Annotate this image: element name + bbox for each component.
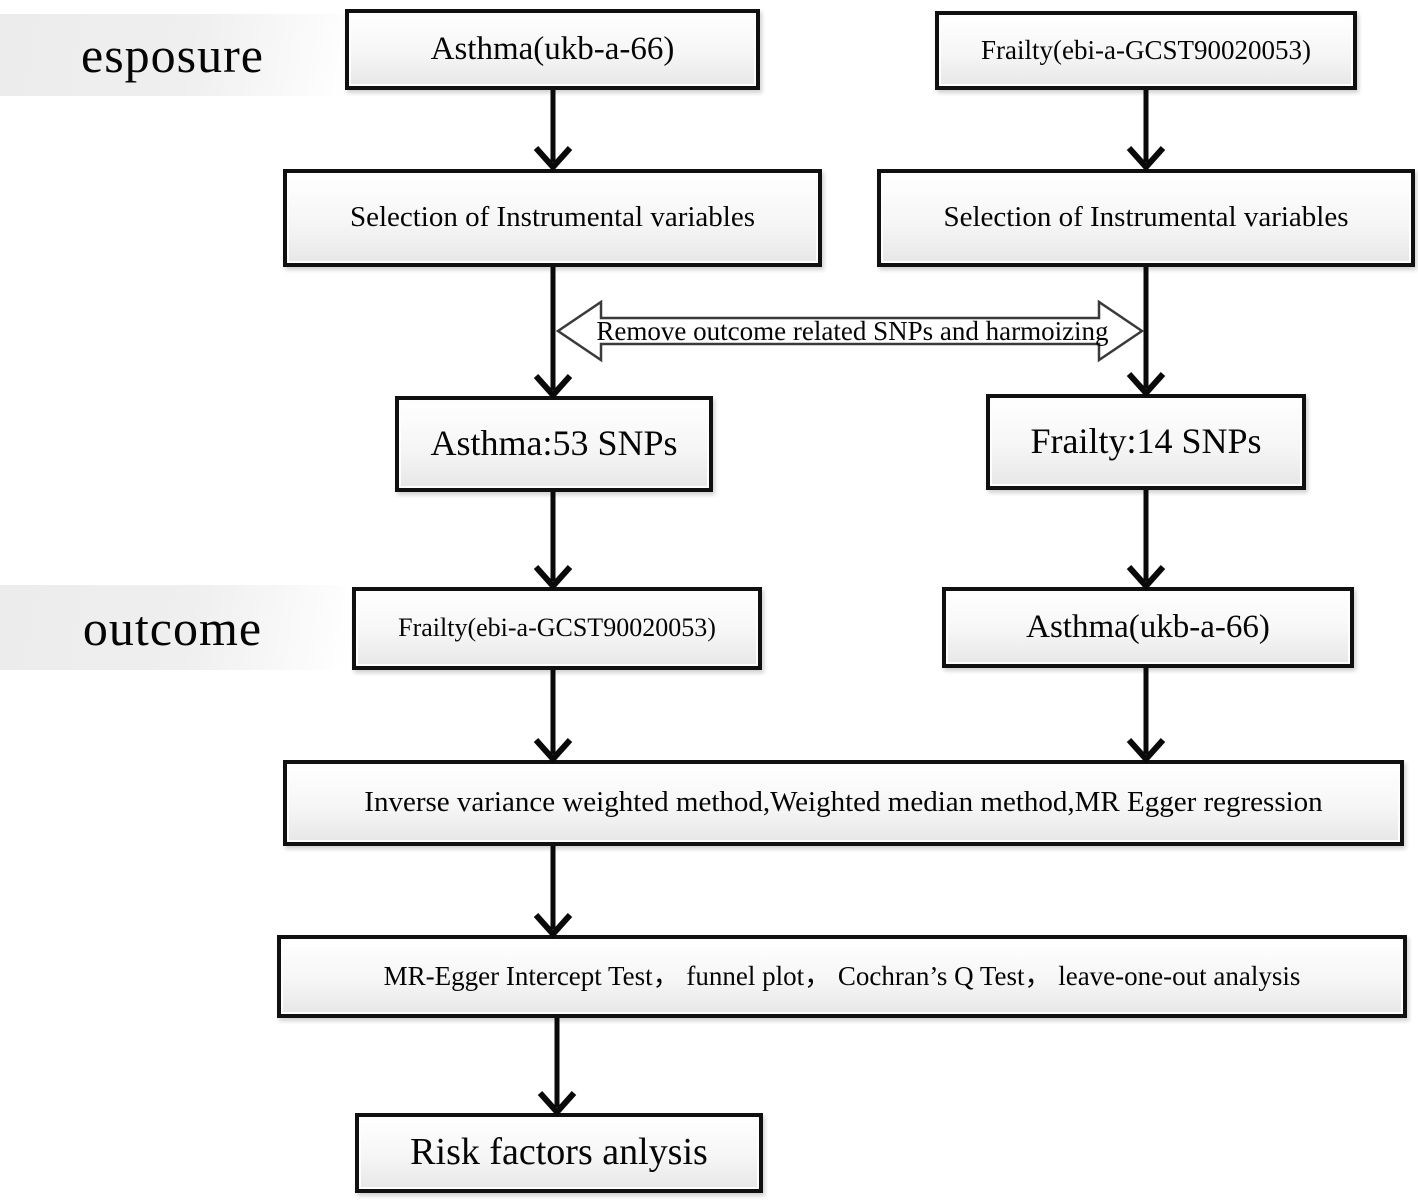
arrow-snps-left-to-outcome	[533, 492, 573, 591]
arrow-outcome-right-to-methods	[1126, 668, 1166, 764]
asthma-snps-box: Asthma:53 SNPs	[395, 396, 713, 492]
mr-methods-box: Inverse variance weighted method,Weighte…	[283, 760, 1404, 846]
arrow-snps-right-to-outcome	[1126, 490, 1166, 591]
asthma-snps-box-text: Asthma:53 SNPs	[430, 423, 678, 464]
arrow-sensitivity-to-risk	[537, 1018, 577, 1117]
exposure-row-label-text: esposure	[81, 27, 264, 83]
arrow-selection-left-to-snps	[533, 267, 573, 400]
risk-factors-box-text: Risk factors anlysis	[410, 1131, 708, 1174]
outcome-row-label-text: outcome	[82, 599, 263, 656]
outcome-asthma-box-text: Asthma(ukb-a-66)	[1026, 609, 1270, 646]
arrow-outcome-left-to-methods	[533, 670, 573, 764]
outcome-frailty-box-text: Frailty(ebi-a-GCST90020053)	[398, 613, 716, 643]
outcome-asthma-box: Asthma(ukb-a-66)	[942, 587, 1354, 668]
mr-methods-box-text: Inverse variance weighted method,Weighte…	[364, 786, 1323, 819]
harmonize-arrow-label-text: Remove outcome related SNPs and harmoizi…	[596, 315, 1109, 346]
outcome-frailty-box: Frailty(ebi-a-GCST90020053)	[352, 587, 762, 670]
exposure-row-label: esposure	[0, 14, 345, 96]
sensitivity-tests-box-text: MR-Egger Intercept Test， funnel plot， Co…	[383, 960, 1301, 991]
sensitivity-tests-box: MR-Egger Intercept Test， funnel plot， Co…	[277, 935, 1407, 1018]
frailty-snps-box-text: Frailty:14 SNPs	[1030, 421, 1262, 462]
selection-iv-right-box-text: Selection of Instrumental variables	[943, 201, 1349, 234]
arrow-exposure-right-to-selection	[1126, 90, 1166, 172]
arrow-exposure-left-to-selection	[533, 90, 573, 172]
frailty-snps-box: Frailty:14 SNPs	[986, 394, 1306, 490]
outcome-row-label: outcome	[0, 585, 345, 670]
harmonize-arrow-label: Remove outcome related SNPs and harmoizi…	[575, 308, 1130, 354]
selection-iv-right-box: Selection of Instrumental variables	[877, 169, 1415, 267]
arrow-selection-right-to-snps	[1126, 267, 1166, 398]
exposure-frailty-box-text: Frailty(ebi-a-GCST90020053)	[981, 34, 1311, 65]
risk-factors-box: Risk factors anlysis	[355, 1113, 763, 1193]
arrow-methods-to-sensitivity	[533, 846, 573, 939]
selection-iv-left-box-text: Selection of Instrumental variables	[349, 201, 756, 234]
exposure-frailty-box: Frailty(ebi-a-GCST90020053)	[935, 11, 1357, 90]
exposure-asthma-box-text: Asthma(ukb-a-66)	[430, 31, 675, 68]
exposure-asthma-box: Asthma(ukb-a-66)	[345, 9, 760, 90]
selection-iv-left-box: Selection of Instrumental variables	[283, 169, 822, 267]
